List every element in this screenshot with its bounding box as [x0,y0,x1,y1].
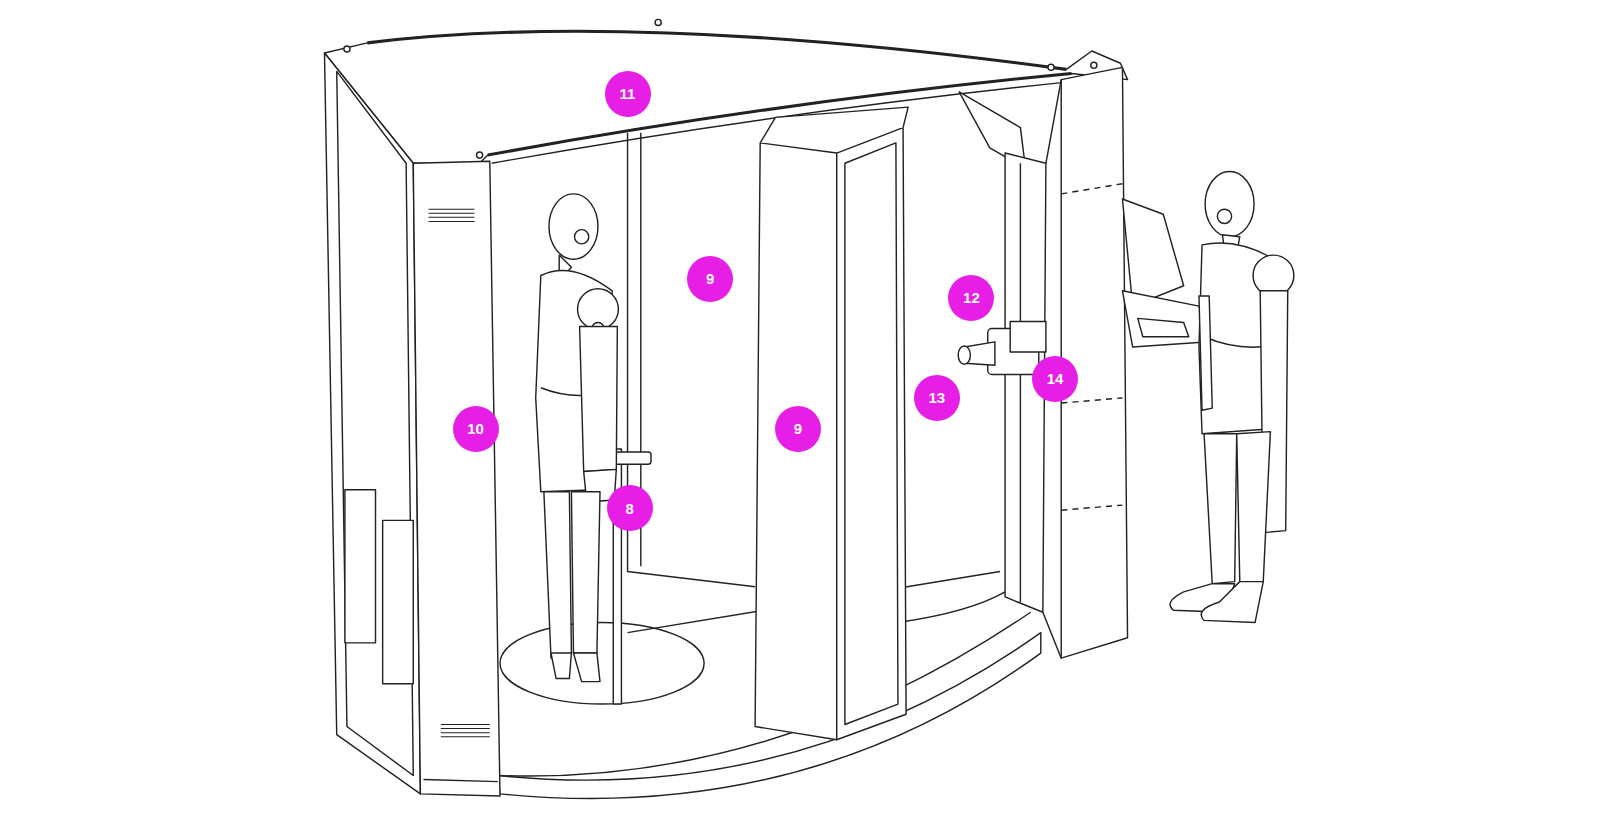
mannequin [536,194,619,682]
callout-number: 10 [453,406,499,452]
callout-number: 9 [687,256,733,302]
operator-desk [1122,199,1209,347]
mannequin [1170,171,1294,622]
callout-number: 12 [948,275,994,321]
center-panel [755,107,908,740]
callout-number: 9 [775,406,821,452]
callout-number: 13 [914,375,960,421]
callout-number: 11 [605,71,651,117]
callout-number: 8 [607,485,653,531]
callout-number: 14 [1032,356,1078,402]
camera [958,321,1046,374]
left-cabinet [324,53,816,796]
